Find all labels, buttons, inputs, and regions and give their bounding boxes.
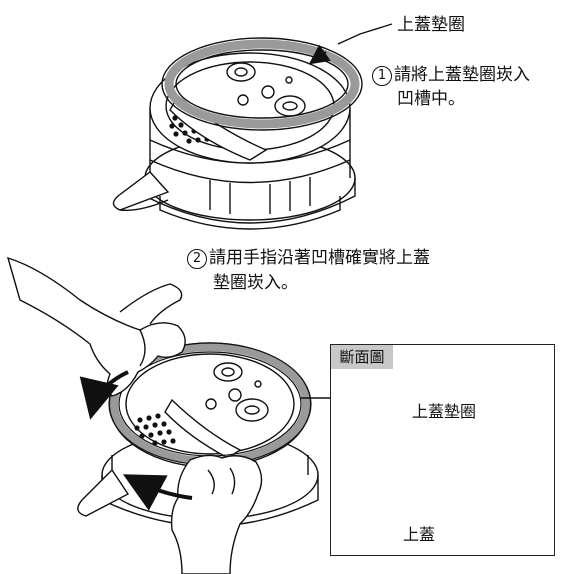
section-gasket-label: 上蓋墊圈 xyxy=(412,402,477,421)
gasket-ring-top xyxy=(161,37,363,131)
gasket-leader-line xyxy=(337,23,393,45)
right-hand xyxy=(170,454,263,574)
step1-number: 1 xyxy=(372,66,392,86)
left-hand xyxy=(6,256,186,397)
step1-text: 請將上蓋墊圈崁入 xyxy=(394,65,530,85)
section-view-title: 斷面圖 xyxy=(331,345,393,369)
section-lid-label: 上蓋 xyxy=(403,525,436,544)
gasket-label-top: 上蓋墊圈 xyxy=(397,15,465,35)
rotate-arrow-bottom xyxy=(122,474,193,511)
step2-number: 2 xyxy=(187,249,207,269)
inner-lid-top xyxy=(112,52,356,230)
insert-arrow xyxy=(308,44,331,65)
step2-text: 請用手指沿著凹槽確實將上蓋 xyxy=(209,248,430,268)
step1-line2: 凹槽中。 xyxy=(397,89,465,109)
rotate-arrow-left xyxy=(79,370,129,420)
step2-line2: 墊圈崁入。 xyxy=(213,273,298,293)
section-view-box: 斷面圖 上蓋墊圈 上蓋 xyxy=(330,344,555,556)
